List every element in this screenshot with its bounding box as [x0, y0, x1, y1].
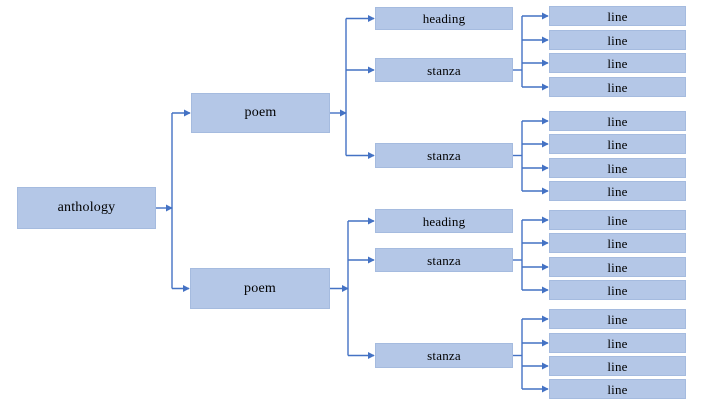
node-anthology: anthology: [17, 187, 156, 229]
node-stanza-4: stanza: [375, 343, 513, 368]
node-line-11: line: [549, 257, 686, 277]
node-line-8: line: [549, 181, 686, 201]
node-stanza-3: stanza: [375, 248, 513, 272]
node-line-9: line: [549, 210, 686, 230]
node-line-4: line: [549, 77, 686, 97]
node-poem-1: poem: [191, 93, 330, 133]
node-line-1: line: [549, 6, 686, 26]
node-line-13: line: [549, 309, 686, 329]
node-line-12: line: [549, 280, 686, 300]
node-line-14: line: [549, 333, 686, 353]
node-line-7: line: [549, 158, 686, 178]
node-stanza-1: stanza: [375, 58, 513, 82]
node-heading-2: heading: [375, 209, 513, 233]
node-stanza-2: stanza: [375, 143, 513, 168]
node-line-5: line: [549, 111, 686, 131]
node-line-6: line: [549, 134, 686, 154]
node-line-10: line: [549, 233, 686, 253]
node-poem-2: poem: [190, 268, 330, 309]
node-line-16: line: [549, 379, 686, 399]
node-line-3: line: [549, 53, 686, 73]
node-heading-1: heading: [375, 7, 513, 30]
node-line-2: line: [549, 30, 686, 50]
node-line-15: line: [549, 356, 686, 376]
